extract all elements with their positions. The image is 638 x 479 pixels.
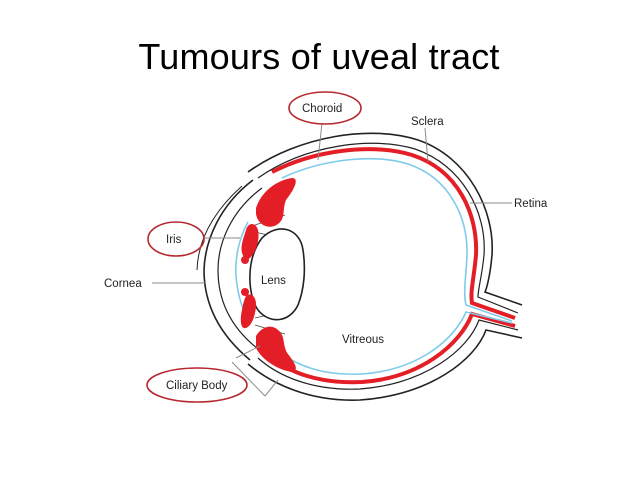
label-lens: Lens <box>261 275 286 287</box>
ciliary-body-highlight-ring <box>146 367 248 403</box>
cornea-outer <box>203 179 254 361</box>
label-retina: Retina <box>514 198 548 210</box>
cornea-inner <box>217 187 263 353</box>
sclera-outline-lower <box>247 329 523 401</box>
cornea-outer-line2 <box>196 185 243 271</box>
label-vitreous: Vitreous <box>342 334 384 346</box>
choroid-highlight-ring <box>288 91 362 125</box>
choroid-layer <box>271 147 516 320</box>
iris-lower <box>240 294 256 329</box>
label-choroid: Choroid <box>302 103 342 115</box>
sclera-inner-line <box>257 142 519 314</box>
ciliary-body-upper <box>256 178 296 227</box>
choroid-leader <box>317 122 323 161</box>
ciliary-leader <box>231 361 266 397</box>
sclera-inner-line-lower <box>257 319 519 390</box>
retina-layer <box>281 157 513 322</box>
slide-title: Tumours of uveal tract <box>138 36 500 77</box>
choroid-layer-lower <box>268 311 516 385</box>
retina-layer-lower <box>279 311 513 376</box>
label-ciliary-body: Ciliary Body <box>166 380 228 392</box>
label-cornea: Cornea <box>104 278 142 290</box>
iris-upper <box>241 224 259 259</box>
sclera-outline <box>247 132 523 306</box>
label-iris: Iris <box>166 234 182 246</box>
sclera-leader <box>424 127 429 163</box>
label-sclera: Sclera <box>411 116 444 128</box>
lens <box>249 228 306 321</box>
iris-highlight-ring <box>147 221 205 257</box>
ciliary-body-lower <box>256 326 296 372</box>
